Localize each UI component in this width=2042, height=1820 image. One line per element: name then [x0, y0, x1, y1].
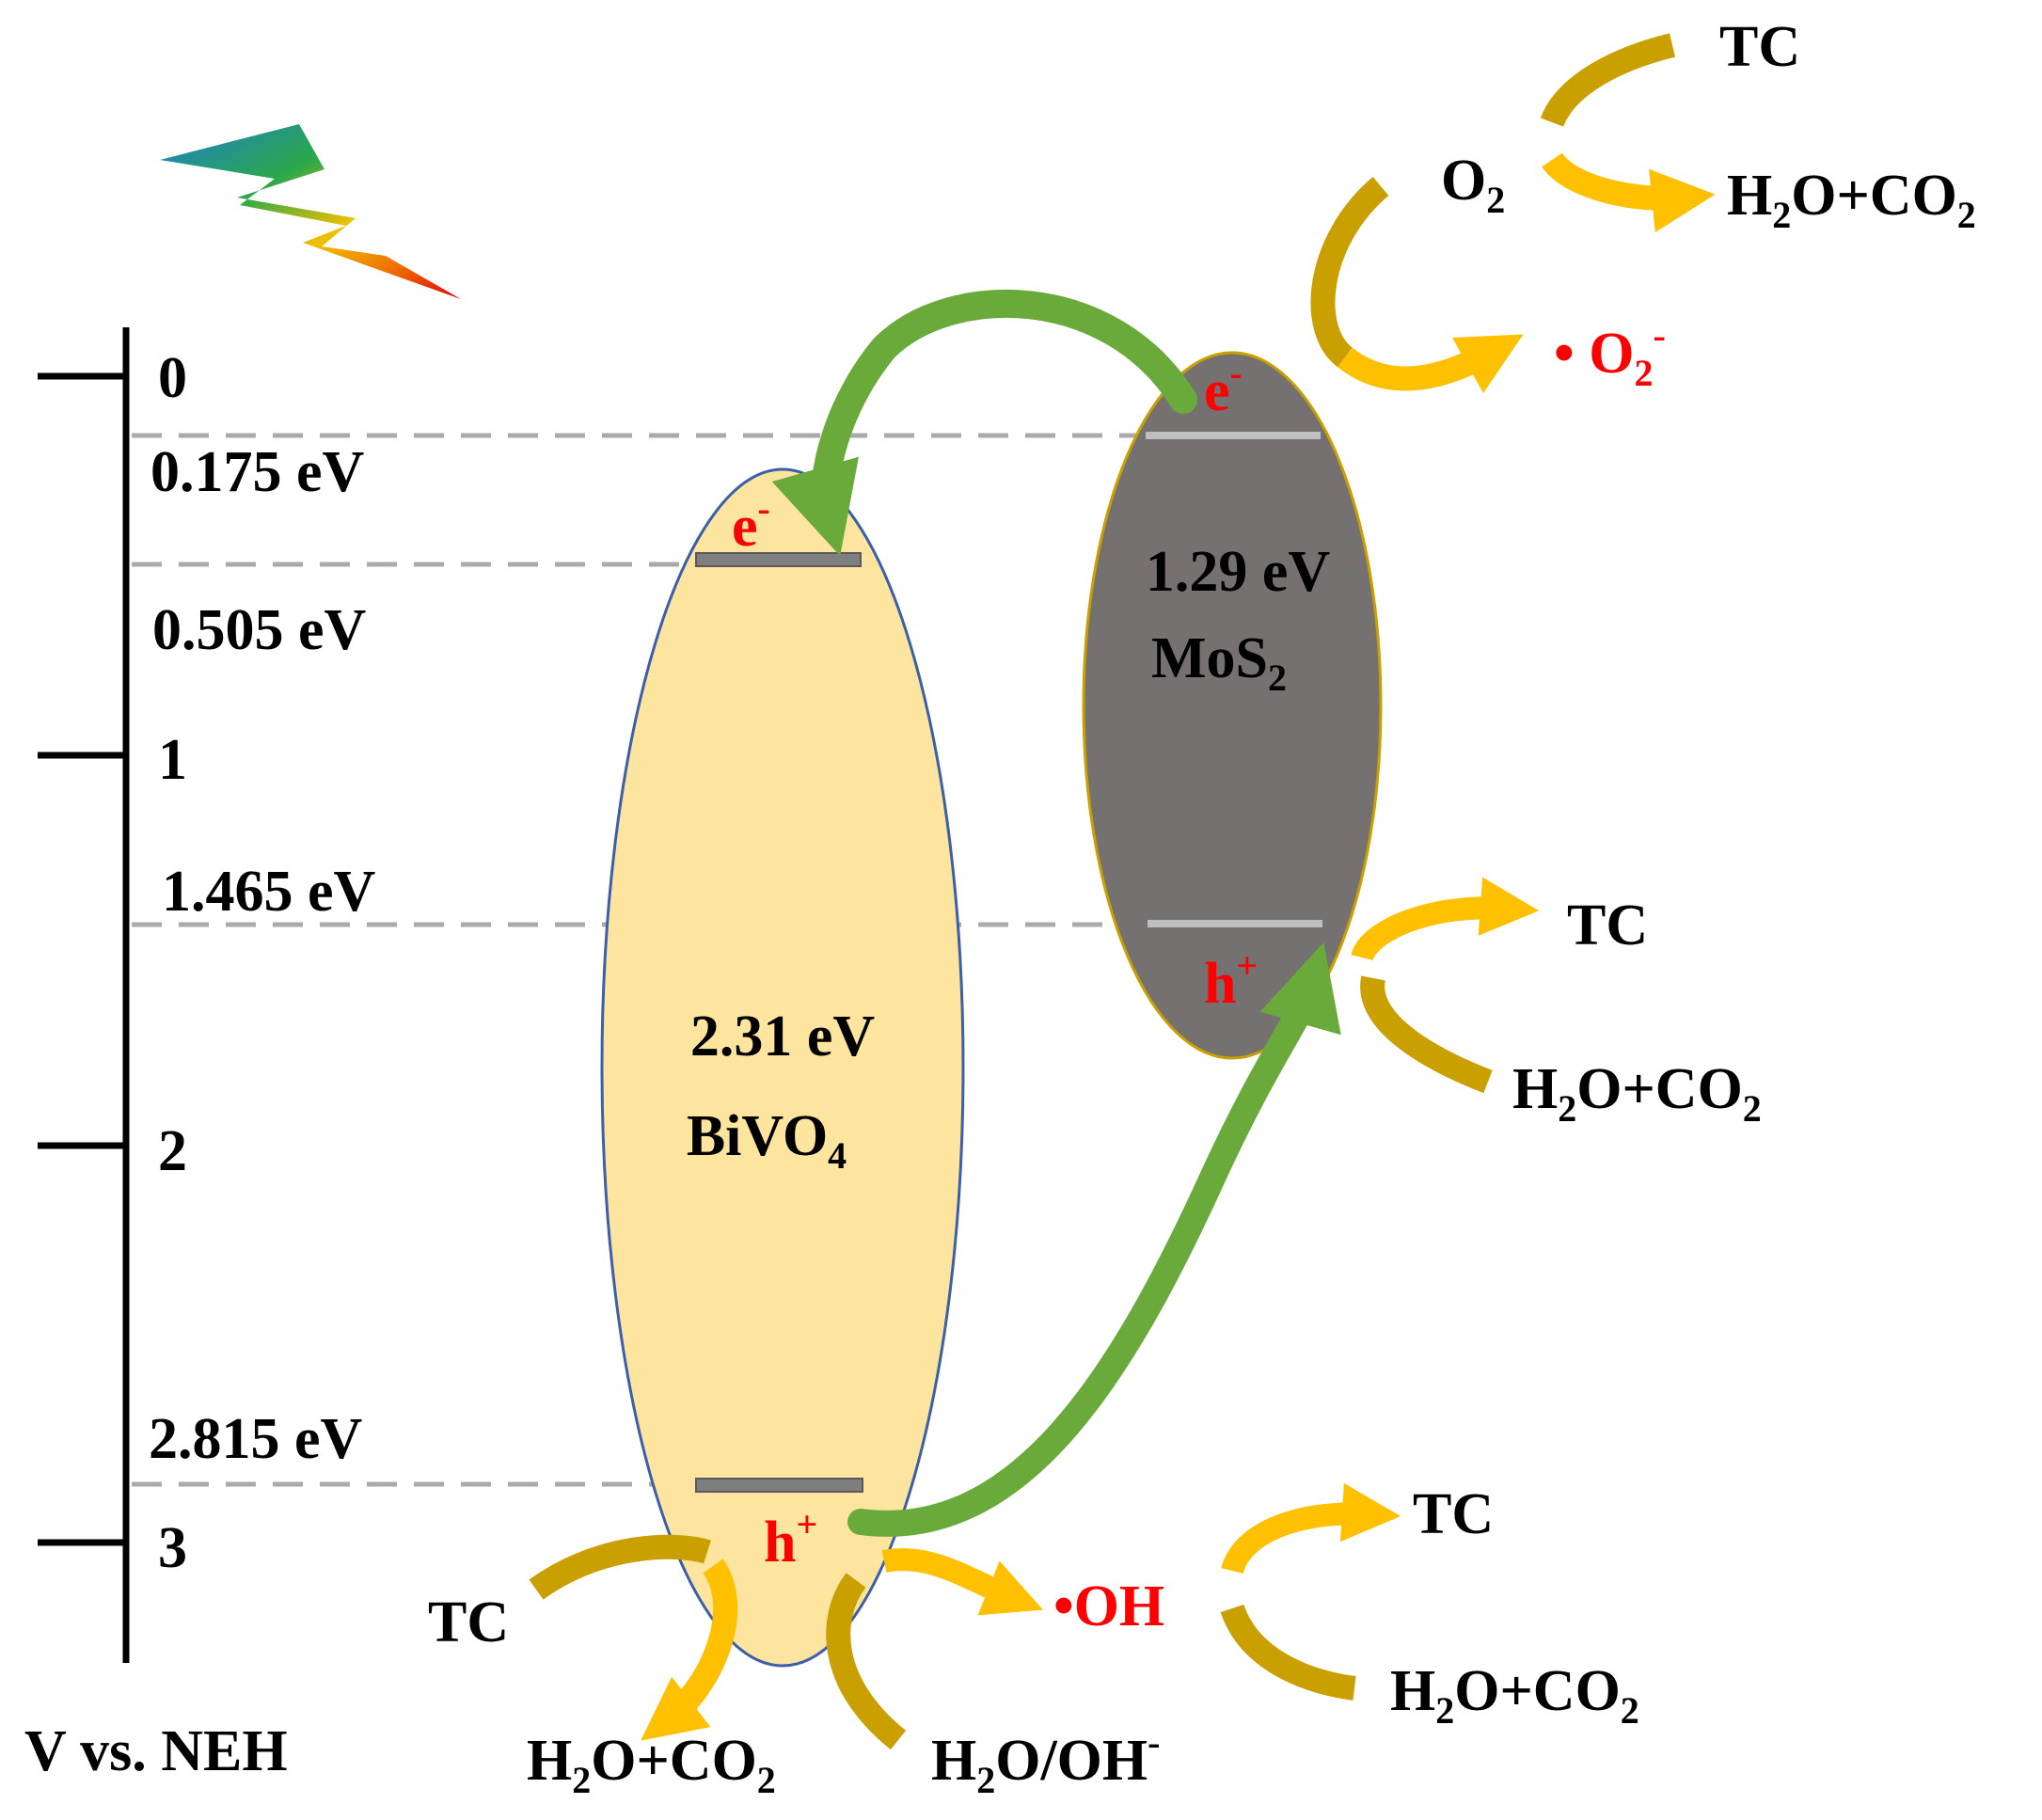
bottom-tc-reactant-arrow	[529, 1534, 711, 1600]
bottom-h2o-product-arrow	[641, 1559, 738, 1741]
light-bolt-icon	[160, 124, 461, 299]
bivo4-electron: e-	[732, 487, 770, 559]
hydroxyl-tc-label: TC	[1413, 1482, 1494, 1546]
mos2-vb-bar	[1148, 920, 1322, 927]
mos2-cb-bar	[1146, 432, 1321, 439]
tick-label-1: 1	[158, 728, 187, 792]
top-tc-label: TC	[1719, 15, 1800, 79]
level-lines	[132, 433, 1148, 1487]
tc-top-product-arrow	[1542, 151, 1716, 232]
hydroxyl-product-arrow	[881, 1548, 1043, 1616]
tick-label-3: 3	[158, 1516, 187, 1580]
hydroxyl-h2o-reactant-arrow	[1220, 1604, 1356, 1701]
mos2-hole-product-arrow	[1351, 877, 1540, 962]
mos2-name: MoS2	[1151, 626, 1287, 699]
bivo4-band: 2.31 eV BiVO4 e- h+	[600, 467, 965, 1668]
bivo4-hole: h+	[764, 1503, 817, 1575]
level-label-0175: 0.175 eV	[150, 440, 365, 504]
mid-h2o-co2-label: H2O+CO2	[1512, 1057, 1762, 1130]
tc-top-reactant-arrow	[1540, 33, 1676, 128]
level-label-1465: 1.465 eV	[162, 860, 376, 924]
bivo4-gap-label: 2.31 eV	[690, 1005, 876, 1068]
superoxide-product-arrow	[1337, 334, 1524, 394]
bottom-tc-label: TC	[428, 1591, 509, 1654]
o2-reactant-arrow	[1310, 177, 1389, 368]
mos2-hole: h+	[1204, 944, 1258, 1016]
tick-label-2: 2	[158, 1119, 187, 1183]
bottom-h2o-co2-label: H2O+CO2	[527, 1729, 776, 1801]
bivo4-cb-bar	[695, 552, 862, 567]
mos2-band: 1.29 eV MoS2 e- h+	[1082, 351, 1383, 1060]
mid-tc-label: TC	[1567, 894, 1648, 957]
mos2-electron: e-	[1204, 352, 1243, 423]
axis-title: V vs. NEH	[24, 1719, 288, 1783]
hydroxyl-label: •OH	[1053, 1575, 1164, 1638]
h2o-oh-label: H2O/OH-	[931, 1721, 1160, 1801]
hydroxyl-h2o-co2-label: H2O+CO2	[1390, 1659, 1639, 1732]
level-label-0505: 0.505 eV	[152, 598, 367, 662]
hydroxyl-tc-product-arrow	[1221, 1482, 1401, 1575]
superoxide-label: • O2-	[1554, 314, 1666, 394]
mos2-gap-label: 1.29 eV	[1146, 540, 1331, 604]
electron-transfer-arrow	[771, 289, 1197, 557]
top-h2o-co2-label: H2O+CO2	[1727, 164, 1976, 236]
h2o-oh-reactant-arrow	[826, 1573, 907, 1750]
bivo4-vb-bar	[695, 1478, 863, 1493]
hole-transfer-arrow	[847, 942, 1341, 1537]
bivo4-name: BiVO4	[687, 1104, 847, 1177]
potential-axis: 0 1 2 3 V vs. NEH	[24, 327, 288, 1783]
mos2-hole-reactant-arrow	[1360, 975, 1493, 1094]
tick-label-0: 0	[158, 346, 187, 410]
o2-label: O2	[1441, 149, 1505, 221]
level-label-2815: 2.815 eV	[149, 1407, 363, 1471]
